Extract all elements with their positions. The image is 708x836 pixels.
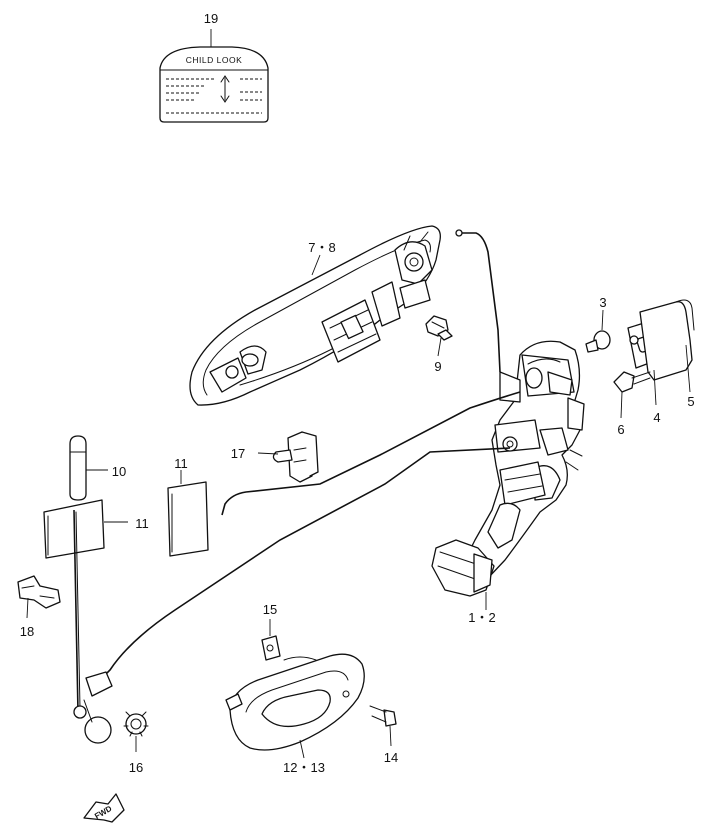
callout-5: 5	[687, 394, 694, 409]
callout-10: 10	[112, 464, 126, 479]
screw-part-14	[369, 705, 397, 727]
clip-part-15	[261, 635, 281, 661]
callout-1-2: 1・2	[468, 610, 495, 625]
child-lock-label-part: CHILD LOOK	[159, 29, 269, 123]
callout-11a: 11	[174, 456, 188, 471]
pad-part-11a	[167, 481, 209, 557]
callout-7-8: 7・8	[308, 240, 335, 255]
callout-19: 19	[204, 11, 218, 26]
door-lock-actuator-part	[431, 340, 585, 597]
callout-9: 9	[434, 359, 441, 374]
washer-part-3	[585, 330, 611, 353]
fwd-arrow-icon: FWD	[83, 793, 125, 823]
callout-14: 14	[384, 750, 398, 765]
callout-18: 18	[20, 624, 34, 639]
callout-4: 4	[653, 410, 660, 425]
inside-handle-part	[225, 653, 365, 751]
grommet-part-16	[123, 711, 149, 737]
clip-part-17	[272, 431, 319, 483]
callout-17: 17	[231, 446, 245, 461]
bellcrank-part	[73, 671, 113, 744]
callout-16: 16	[129, 760, 143, 775]
callout-15: 15	[263, 602, 277, 617]
outside-handle-part	[189, 225, 441, 406]
screw-part-6	[613, 371, 651, 393]
striker-shim-part-5	[639, 299, 695, 381]
bolt-part-9	[425, 315, 453, 341]
lock-knob-part-10	[69, 435, 87, 501]
callout-12-13: 12・13	[283, 760, 325, 775]
callout-3: 3	[599, 295, 606, 310]
child-lock-text: CHILD LOOK	[186, 55, 243, 65]
callout-6: 6	[617, 422, 624, 437]
callout-11b: 11	[135, 516, 149, 531]
clip-part-18	[17, 575, 61, 609]
